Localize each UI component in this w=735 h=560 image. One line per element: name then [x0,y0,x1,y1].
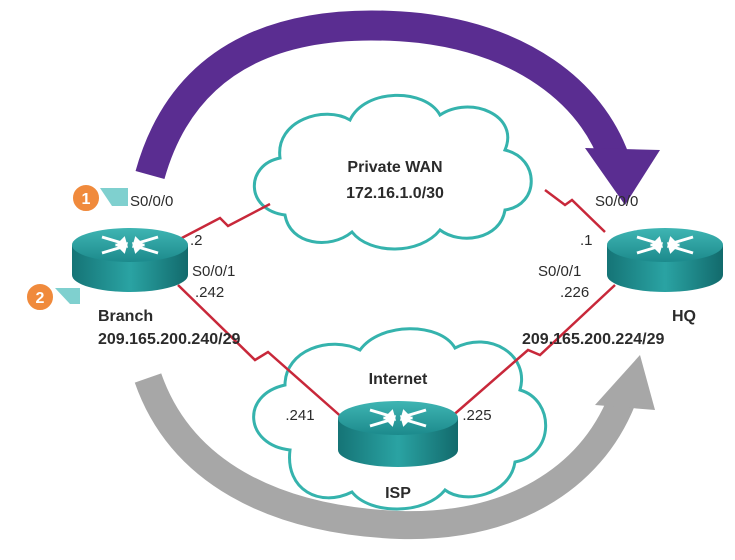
isp-hq-side-ip: .225 [462,407,491,424]
branch-isp-link [177,284,346,421]
private-wan-network: 172.16.1.0/30 [346,185,444,202]
hq-network: 209.165.200.224/29 [522,331,664,348]
branch-wan-link [177,202,271,242]
hq-wan-link [544,189,606,233]
branch-name: Branch [98,308,153,325]
serial-links [177,189,616,421]
isp-branch-side-ip: .241 [285,407,314,424]
internet-label: Internet [369,371,428,388]
branch-s001-label: S0/0/1 [192,263,235,280]
branch-network: 209.165.200.240/29 [98,331,240,348]
private-wan-label: Private WAN [347,159,442,176]
private-wan-cloud [252,93,533,251]
hq-s001-label: S0/0/1 [538,263,581,280]
isp-router-icon[interactable] [338,401,458,467]
badge-2-number: 2 [36,290,45,307]
hq-s001-ip: .226 [560,284,589,301]
badge-1-number: 1 [82,191,91,208]
branch-s000-label: S0/0/0 [130,193,173,210]
branch-s000-ip: .2 [190,232,203,249]
hq-s000-label: S0/0/0 [595,193,638,210]
gray-arc-arrow [134,355,655,540]
hq-isp-link [449,284,616,419]
hq-s000-ip: .1 [580,232,593,249]
branch-router-icon[interactable] [72,228,188,292]
isp-label: ISP [385,485,411,502]
branch-s001-ip: .242 [195,284,224,301]
badge-2[interactable]: 2 [25,282,80,312]
purple-arc-arrow [135,10,660,205]
badge-1[interactable]: 1 [71,183,128,213]
hq-router-icon[interactable] [607,228,723,292]
hq-name: HQ [672,308,696,325]
